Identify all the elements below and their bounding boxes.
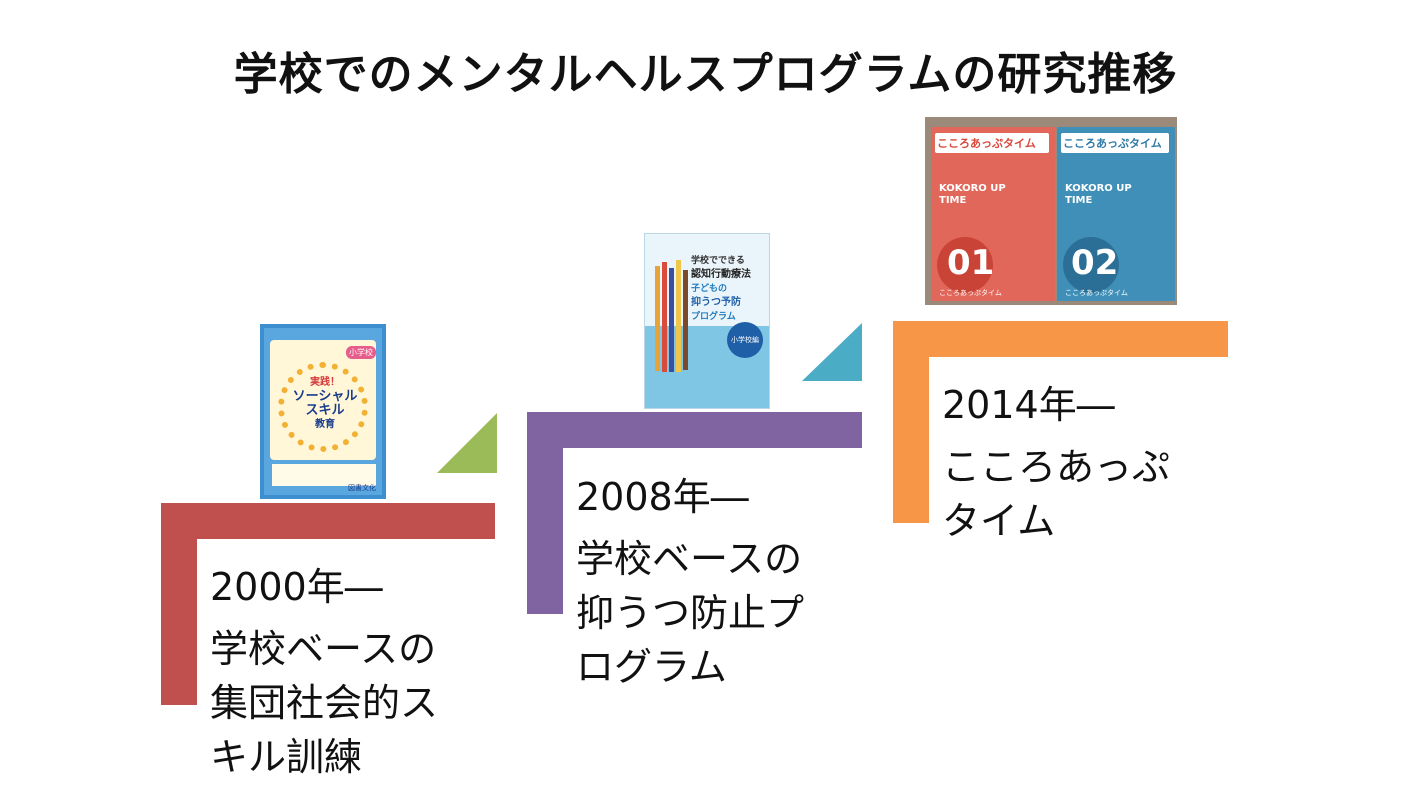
booklet-01: こころあっぷタイム KOKORO UP TIME 01 こころあっぷタイム bbox=[931, 127, 1055, 301]
book-1-badge: 小学校 bbox=[346, 346, 376, 359]
booklet-02-number: 02 bbox=[1071, 243, 1119, 283]
book-1-publisher: 図書文化 bbox=[348, 484, 376, 492]
step-3-top-bar bbox=[893, 321, 1228, 357]
book-2-title: 学校でできる 認知行動療法 子どもの 抑うつ予防 プログラム bbox=[691, 254, 769, 324]
booklet-01-number-circle bbox=[937, 237, 993, 293]
book-2-title-line-3: 子どもの bbox=[691, 284, 728, 294]
step-2-year: 2008年― bbox=[576, 475, 749, 519]
step-2-accent-triangle bbox=[802, 323, 862, 381]
step-3-year: 2014年― bbox=[942, 383, 1115, 427]
book-2-title-line-5: プログラム bbox=[691, 312, 736, 322]
step-2-top-bar bbox=[527, 412, 862, 448]
step-2-description: 学校ベースの 抑うつ防止プ ログラム bbox=[576, 537, 805, 689]
book-2-badge: 小学校編 bbox=[727, 322, 763, 358]
book-cover-social-skills: 小学校 実践！ ソーシャル スキル 教育 図書文化 bbox=[260, 324, 386, 499]
book-2-pencils-illustration bbox=[655, 260, 688, 372]
book-cover-kokoro-up-time: こころあっぷタイム KOKORO UP TIME 01 こころあっぷタイム ここ… bbox=[925, 117, 1177, 305]
book-2-title-line-1: 学校でできる bbox=[691, 256, 745, 266]
booklet-02-number-circle bbox=[1063, 237, 1119, 293]
step-1-top-bar bbox=[161, 503, 495, 539]
step-1-side-bar bbox=[161, 503, 197, 705]
booklet-01-title: こころあっぷタイム bbox=[935, 133, 1049, 153]
step-3-side-bar bbox=[893, 321, 929, 523]
booklet-02: こころあっぷタイム KOKORO UP TIME 02 こころあっぷタイム bbox=[1057, 127, 1175, 301]
step-1-accent-triangle bbox=[437, 413, 497, 473]
step-3-description: こころあっぷ タイム bbox=[942, 445, 1171, 543]
book-2-title-line-4: 抑うつ予防 bbox=[691, 297, 741, 308]
booklet-01-foot: こころあっぷタイム bbox=[939, 289, 1002, 297]
booklet-02-title: こころあっぷタイム bbox=[1061, 133, 1169, 153]
step-1-description: 学校ベースの 集団社会的ス キル訓練 bbox=[210, 627, 439, 779]
book-2-title-line-2: 認知行動療法 bbox=[691, 269, 751, 280]
step-2-side-bar bbox=[527, 412, 563, 614]
booklet-01-subtitle: KOKORO UP TIME bbox=[939, 183, 1006, 206]
booklet-02-foot: こころあっぷタイム bbox=[1065, 289, 1128, 297]
booklet-02-subtitle: KOKORO UP TIME bbox=[1065, 183, 1132, 206]
page-title: 学校でのメンタルヘルスプログラムの研究推移 bbox=[233, 49, 1178, 100]
book-1-info-box bbox=[272, 464, 376, 486]
book-1-figure-ring bbox=[278, 362, 368, 452]
booklet-01-number: 01 bbox=[947, 243, 995, 283]
book-cover-cbt: 学校でできる 認知行動療法 子どもの 抑うつ予防 プログラム 小学校編 bbox=[644, 233, 770, 409]
step-1-year: 2000年― bbox=[210, 565, 383, 609]
